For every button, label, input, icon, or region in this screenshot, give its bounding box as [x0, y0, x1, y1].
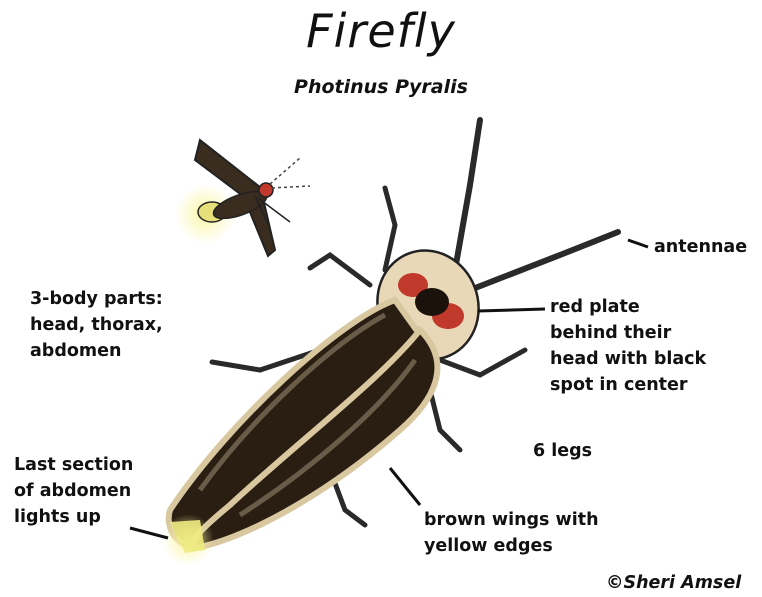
- label-body-parts: 3-body parts: head, thorax, abdomen: [30, 286, 163, 364]
- label-antennae: antennae: [654, 234, 747, 260]
- antennae: [455, 120, 618, 290]
- label-six-legs: 6 legs: [533, 438, 592, 464]
- label-last-section: Last section of abdomen lights up: [14, 452, 133, 530]
- diagram-subtitle: Photinus Pyralis: [0, 76, 762, 98]
- diagram-title: Firefly: [0, 4, 762, 58]
- flying-firefly-icon: [175, 140, 310, 256]
- label-wings: brown wings with yellow edges: [424, 507, 599, 559]
- label-red-plate: red plate behind their head with black s…: [550, 294, 706, 398]
- credit-text: ©Sheri Amsel: [606, 570, 741, 596]
